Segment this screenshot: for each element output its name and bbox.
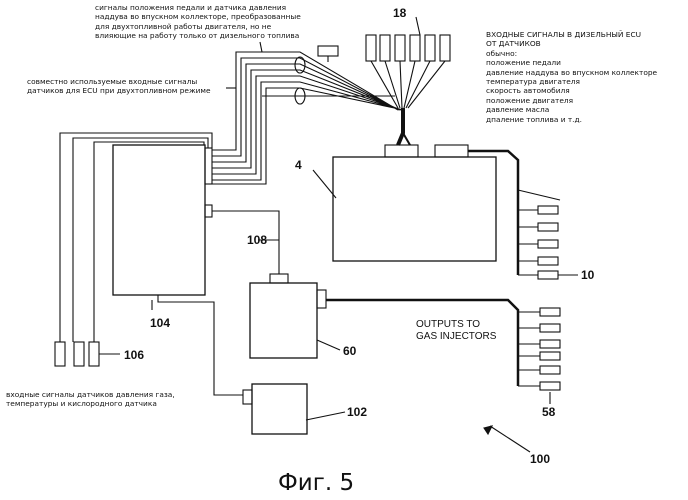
label-58: 58 [542, 405, 555, 419]
pedal-sensor-box [318, 46, 338, 56]
label-102: 102 [347, 405, 367, 419]
label-18: 18 [393, 6, 406, 20]
ecu-104-box [113, 145, 205, 295]
figure-caption: Фиг. 5 [278, 470, 354, 496]
harness-wires [212, 52, 404, 184]
block-102-connector [243, 390, 252, 404]
outputs-58 [518, 308, 560, 390]
diesel-ecu-connector-right [435, 145, 468, 157]
label-106: 106 [124, 348, 144, 362]
annotation-diesel-inputs: ВХОДНЫЕ СИГНАЛЫ В ДИЗЕЛЬНЫЙ ECU ОТ ДАТЧИ… [486, 30, 657, 124]
ecu-104-connector-bottom [205, 205, 212, 217]
sensors-106 [55, 342, 120, 366]
annotation-shared-inputs: совместно используемые входные сигналы д… [27, 77, 211, 96]
block-102-box [252, 384, 307, 434]
annotation-outputs-gas: OUTPUTS TO GAS INJECTORS [416, 319, 496, 342]
outputs-10 [518, 206, 578, 279]
label-108: 108 [247, 233, 267, 247]
label-100: 100 [530, 452, 550, 466]
annotation-pedal-signals: сигналы положения педали и датчика давле… [95, 3, 301, 41]
sensors-18 [366, 35, 450, 108]
annotation-gas-sensors: входные сигналы датчиков давления газа, … [6, 390, 175, 409]
ecu-104-connector-top [205, 148, 212, 184]
label-10: 10 [581, 268, 594, 282]
label-60: 60 [343, 344, 356, 358]
diesel-ecu-connector-left [385, 145, 418, 157]
label-4: 4 [295, 158, 302, 172]
diesel-ecu-4-box [333, 157, 496, 261]
block-60-box [250, 283, 317, 358]
block-60-side-connector [317, 290, 326, 308]
block-60-top-connector [270, 274, 288, 283]
label-104: 104 [150, 316, 170, 330]
